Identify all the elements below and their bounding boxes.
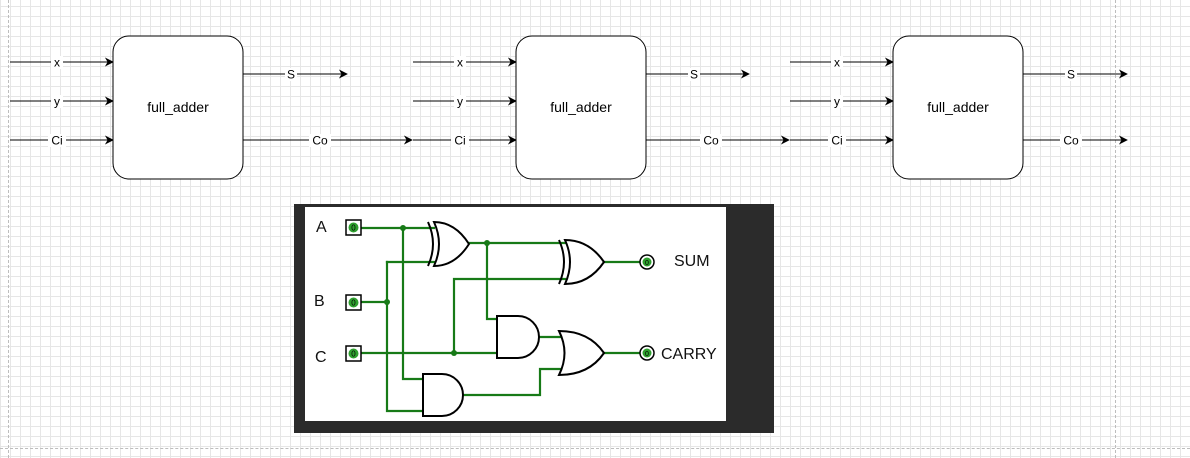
full-adder-block-3[interactable]: x y Ci full_adder S Co — [790, 35, 1128, 180]
full-adder-block-1[interactable]: x y Ci full_adder S Co — [10, 35, 413, 180]
input-pin-c[interactable]: 0 — [345, 345, 362, 362]
output-pin-carry: 0 — [639, 345, 655, 361]
logic-gates — [422, 220, 606, 417]
circuit-label-a: A — [316, 219, 327, 236]
full-adder-block-2[interactable]: x y Ci full_adder S Co — [413, 35, 790, 180]
input-pin-a[interactable]: 0 — [345, 219, 362, 236]
guide-line-left — [8, 0, 9, 458]
input-value-a: 0 — [351, 224, 356, 233]
input-value-b: 0 — [351, 299, 356, 308]
wire-junctions — [384, 225, 490, 356]
full-adder-box-1[interactable] — [112, 35, 244, 180]
block-title: full_adder — [550, 99, 612, 115]
output-label-co: Co — [312, 134, 328, 148]
input-label-ci: Ci — [831, 134, 842, 148]
and-gate-2 — [422, 373, 464, 417]
output-value-carry: 0 — [645, 351, 649, 358]
input-label-x: x — [834, 56, 840, 70]
output-label-s: S — [287, 68, 295, 82]
output-pin-sum: 0 — [639, 254, 655, 270]
output-label-co: Co — [1063, 134, 1079, 148]
input-pin-b[interactable]: 0 — [345, 294, 362, 311]
guide-line-bottom — [0, 448, 1190, 449]
circuit-label-sum: SUM — [674, 253, 710, 270]
and-gate-1 — [496, 315, 540, 359]
input-label-y: y — [54, 95, 60, 109]
xor-gate-2 — [558, 238, 606, 286]
or-gate — [557, 329, 606, 377]
input-label-x: x — [54, 56, 60, 70]
output-value-sum: 0 — [645, 260, 649, 267]
input-value-c: 0 — [351, 350, 356, 359]
output-label-co: Co — [703, 134, 719, 148]
input-label-x: x — [457, 56, 463, 70]
input-label-y: y — [834, 95, 840, 109]
output-label-s: S — [690, 68, 698, 82]
circuit-label-b: B — [314, 293, 325, 310]
input-label-ci: Ci — [51, 134, 62, 148]
input-label-ci: Ci — [454, 134, 465, 148]
full-adder-box-2[interactable] — [515, 35, 647, 180]
input-label-y: y — [457, 95, 463, 109]
circuit-canvas — [305, 207, 726, 421]
guide-line-right — [1115, 0, 1116, 458]
circuit-label-c: C — [315, 349, 327, 366]
full-adder-circuit-image[interactable]: 0 0 0 0 0 A B C SUM CARRY — [294, 204, 774, 433]
circuit-label-carry: CARRY — [661, 346, 717, 363]
block-title: full_adder — [147, 99, 209, 115]
full-adder-box-3[interactable] — [892, 35, 1024, 180]
block-title: full_adder — [927, 99, 989, 115]
xor-gate-1 — [427, 220, 471, 268]
output-label-s: S — [1067, 68, 1075, 82]
